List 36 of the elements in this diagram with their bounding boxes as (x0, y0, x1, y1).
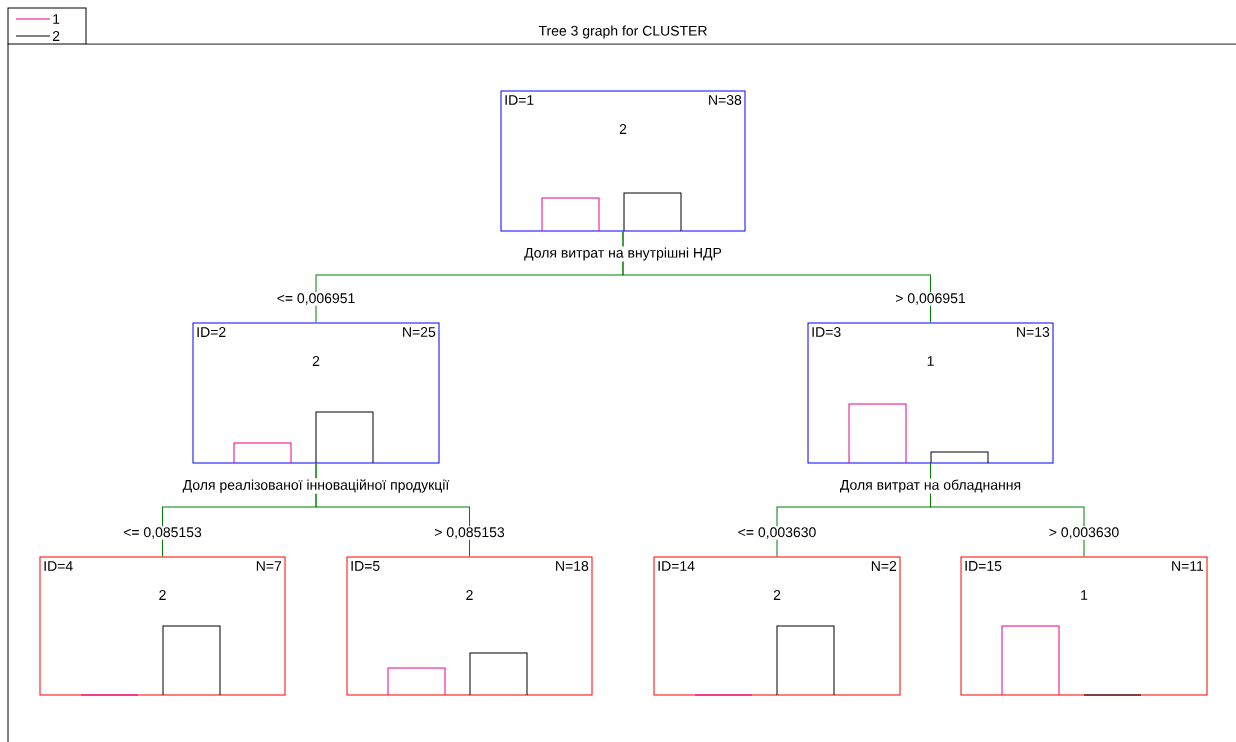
edge-label: > 0,003630 (1047, 526, 1121, 540)
title: Tree 3 graph for CLUSTER (538, 25, 707, 39)
predicted-class-label: 2 (773, 590, 781, 600)
case-count-label: N=38 (709, 95, 742, 105)
split-variable-label: Доля витрат на обладнання (838, 478, 1023, 494)
connector (622, 231, 931, 323)
edge-label: <= 0,003630 (736, 526, 818, 540)
predicted-class-label: 2 (466, 590, 473, 600)
edge-label: > 0,006951 (894, 292, 967, 306)
connector (930, 463, 1085, 557)
node-id-label: ID=2 (197, 327, 226, 337)
legend-label: 2 (52, 31, 60, 41)
predicted-class-label: 1 (1081, 590, 1088, 600)
predicted-class-label: 2 (619, 124, 627, 134)
node-id-label: ID=5 (351, 561, 380, 571)
case-count-label: N=25 (403, 327, 436, 337)
node-id-label: ID=1 (505, 95, 534, 105)
case-count-label: N=7 (256, 561, 282, 571)
predicted-class-label: 2 (312, 356, 320, 366)
case-count-label: N=11 (1172, 561, 1204, 571)
split-variable-label: Доля реалізованої інноваційної продукції (181, 478, 451, 494)
edge-label: > 0,085153 (433, 526, 506, 540)
node-id-label: ID=15 (965, 561, 1002, 571)
predicted-class-label: 2 (159, 590, 166, 600)
node-id-label: ID=4 (44, 561, 73, 571)
case-count-label: N=13 (1017, 327, 1050, 337)
edge-label: <= 0,085153 (122, 526, 203, 540)
node-id-label: ID=14 (658, 561, 695, 571)
case-count-label: N=2 (871, 561, 897, 571)
legend-label: 1 (53, 14, 60, 24)
edge-label: <= 0,006951 (275, 292, 357, 306)
case-count-label: N=18 (556, 561, 589, 571)
connector (315, 463, 470, 557)
predicted-class-label: 1 (927, 356, 934, 366)
split-variable-label: Доля витрат на внутрішні НДР (523, 246, 723, 262)
node-id-label: ID=3 (812, 327, 841, 337)
